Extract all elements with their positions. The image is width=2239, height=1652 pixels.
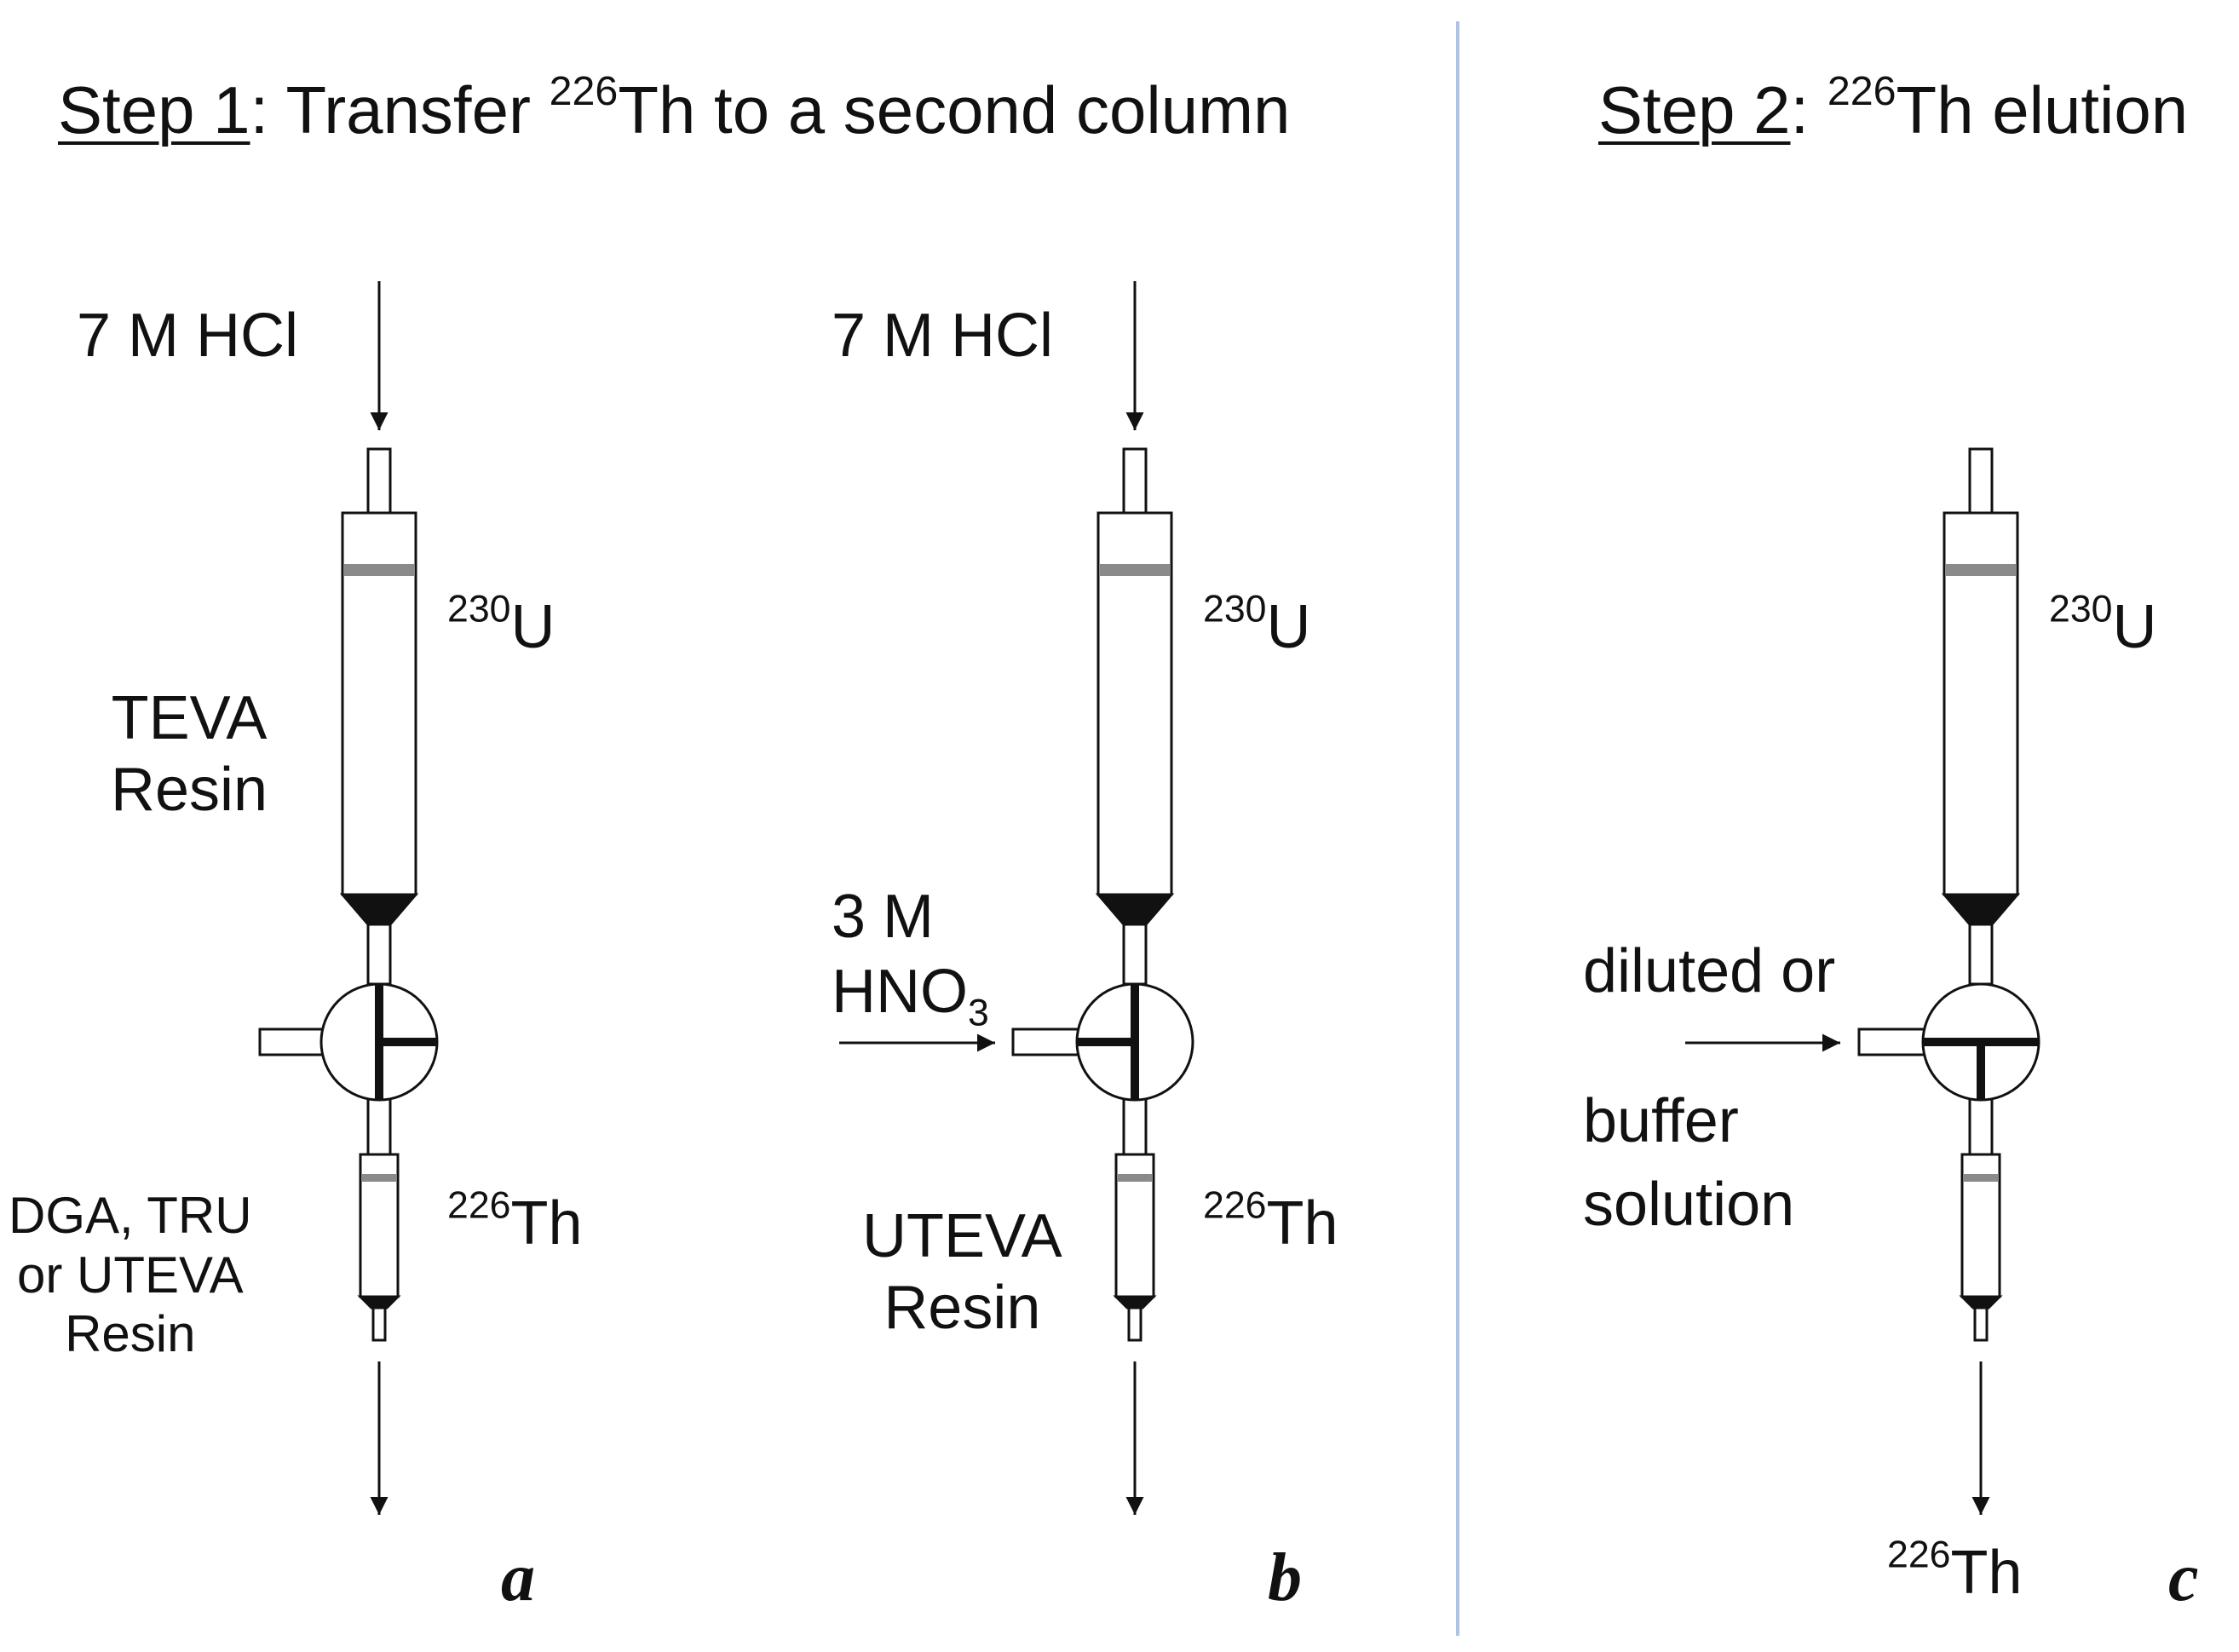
column-funnel xyxy=(339,893,419,926)
panel-c-upper-isotope-label: 230U xyxy=(2049,590,2157,661)
step2-text-before: : xyxy=(1790,72,1827,147)
upper-column-inlet-tube xyxy=(1122,447,1148,515)
step1-label: Step 1 xyxy=(58,72,250,147)
valve-side-port xyxy=(1857,1027,1927,1056)
isotope-element: Th xyxy=(510,1189,583,1258)
step1-title: Step 1: Transfer 226Th to a second colum… xyxy=(58,71,1290,143)
outlet-tip xyxy=(1973,1306,1989,1342)
panel-c-output-isotope-label: 226Th xyxy=(1887,1536,2023,1603)
isotope-element: Th xyxy=(1950,1539,2023,1607)
valve-side-port xyxy=(258,1027,325,1056)
panel-c-letter: c xyxy=(2168,1540,2199,1615)
isotope-mass: 230 xyxy=(447,588,511,630)
step2-title: Step 2: 226Th elution xyxy=(1598,71,2188,143)
panel-b-side-inlet-line1: 3 M xyxy=(832,883,935,951)
panel-b-letter: b xyxy=(1268,1540,1302,1615)
isotope-mass: 230 xyxy=(1203,588,1267,630)
lower-column-stem xyxy=(1122,1097,1148,1156)
isotope-element: Th xyxy=(1266,1189,1338,1258)
lower-resin-band xyxy=(1963,1174,1999,1182)
column-assembly-b xyxy=(1011,447,1194,1342)
step1-text-after: Th to a second column xyxy=(618,72,1291,147)
upper-column-body xyxy=(1943,511,2019,896)
resin-band xyxy=(1099,564,1171,576)
upper-column-inlet-tube xyxy=(366,447,392,515)
panel-c-side-inlet-line2: buffer xyxy=(1583,1087,1739,1155)
outlet-tip xyxy=(1127,1306,1143,1342)
step1-text-before: : Transfer xyxy=(250,72,550,147)
lower-column-funnel xyxy=(1959,1295,2003,1310)
upper-column-body xyxy=(341,511,417,896)
isotope-mass: 226 xyxy=(447,1184,511,1227)
lower-resin-band xyxy=(361,1174,397,1182)
isotope-element: U xyxy=(1266,593,1311,661)
panel-a-inlet-label: 7 M HCl xyxy=(77,302,299,370)
formula-subscript: 3 xyxy=(968,992,989,1034)
isotope-mass: 230 xyxy=(2049,588,2113,630)
upper-column-stem xyxy=(366,923,392,986)
panel-b-inlet-label: 7 M HCl xyxy=(832,302,1054,370)
panel-a-upper-isotope-label: 230U xyxy=(447,590,555,661)
isotope-mass: 226 xyxy=(1203,1184,1267,1227)
step2-isotope-mass: 226 xyxy=(1827,68,1897,115)
panel-a-lower-resin-label: DGA, TRU or UTEVA Resin xyxy=(9,1187,252,1363)
column-assembly-a xyxy=(258,447,439,1342)
step1-isotope-mass: 226 xyxy=(549,68,619,115)
panel-b-upper-isotope-label: 230U xyxy=(1203,590,1311,661)
lower-column-funnel xyxy=(1113,1295,1157,1310)
outlet-tip xyxy=(371,1306,387,1342)
upper-column-stem xyxy=(1968,923,1994,986)
lower-column-stem xyxy=(1968,1097,1994,1156)
resin-band xyxy=(1945,564,2017,576)
lower-resin-band xyxy=(1117,1174,1153,1182)
panel-c-side-inlet-line3: solution xyxy=(1583,1171,1795,1239)
formula-text: HNO xyxy=(832,958,968,1026)
panel-c-side-inlet-line1: diluted or xyxy=(1583,937,1836,1005)
column-funnel xyxy=(1941,893,2021,926)
upper-column-stem xyxy=(1122,923,1148,986)
panel-b-side-inlet-line2: HNO3 xyxy=(832,961,989,1032)
panel-a-upper-resin-label: TEVA Resin xyxy=(111,684,268,824)
step2-text-after: Th elution xyxy=(1896,72,2189,147)
isotope-element: U xyxy=(510,593,555,661)
column-funnel xyxy=(1095,893,1175,926)
lower-column-stem xyxy=(366,1097,392,1156)
isotope-element: U xyxy=(2112,593,2157,661)
valve-side-port xyxy=(1011,1027,1081,1056)
panel-a-lower-isotope-label: 226Th xyxy=(447,1187,583,1254)
panel-a-letter: a xyxy=(501,1540,535,1615)
panel-b-lower-isotope-label: 226Th xyxy=(1203,1187,1338,1254)
upper-column-inlet-tube xyxy=(1968,447,1994,515)
step2-label: Step 2 xyxy=(1598,72,1791,147)
column-assembly-c xyxy=(1857,447,2040,1342)
panel-b-lower-resin-label: UTEVA Resin xyxy=(862,1202,1062,1342)
resin-band xyxy=(343,564,415,576)
isotope-mass: 226 xyxy=(1887,1534,1951,1576)
lower-column-funnel xyxy=(357,1295,401,1310)
